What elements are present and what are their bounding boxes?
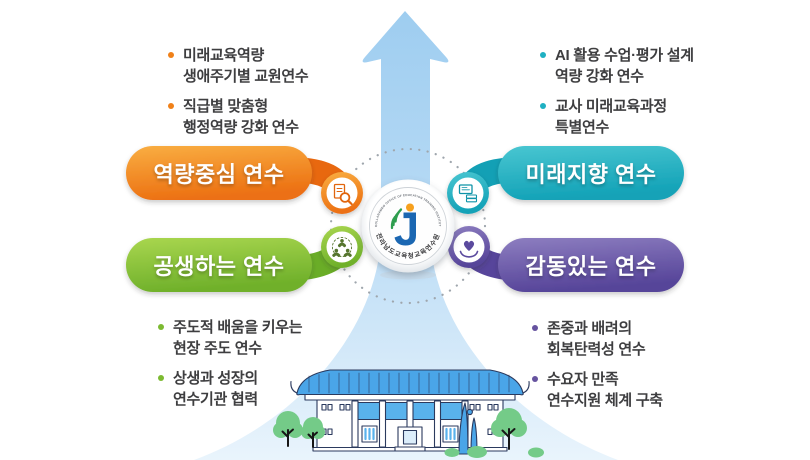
- tree-foliage: [273, 408, 544, 458]
- bullet-line: 상생과 성장의: [173, 370, 258, 387]
- bullet-line: 현장 주도 연수: [173, 340, 262, 357]
- bullet-line: 회복탄력성 연수: [547, 341, 646, 358]
- bullet-line: 미래교육역량: [183, 47, 265, 64]
- banner-shape-coexist: [126, 226, 363, 292]
- bullet-line: 교사 미래교육과정: [555, 98, 667, 115]
- bullet-line: 역량 강화 연수: [555, 68, 644, 85]
- list-item: 교사 미래교육과정 특별연수: [540, 96, 694, 138]
- tree-trunks: [281, 428, 516, 450]
- list-item: 주도적 배움을 키우는 현장 주도 연수: [158, 317, 303, 359]
- list-item: 수요자 만족 연수지원 체계 구축: [532, 369, 663, 411]
- list-item: 미래교육역량 생애주기별 교원연수: [168, 45, 309, 87]
- bullet-line: 연수지원 체계 구축: [547, 392, 663, 409]
- banner-label-future: 미래지향 연수: [525, 162, 657, 187]
- hands-heart-icon: [459, 240, 479, 258]
- list-item: AI 활용 수업·평가 설계 역량 강화 연수: [540, 45, 694, 87]
- banner-label-impressive: 감동있는 연수: [525, 254, 657, 279]
- bullet-line: 생애주기별 교원연수: [183, 68, 309, 85]
- bullet-line: 행정역량 강화 연수: [183, 119, 299, 136]
- impressive-bullet-list: 존중과 배려의 회복탄력성 연수 수요자 만족 연수지원 체계 구축: [532, 318, 663, 411]
- bullet-line: 특별연수: [555, 119, 610, 136]
- bullet-line: 직급별 맞춤형: [183, 98, 268, 115]
- list-item: 존중과 배려의 회복탄력성 연수: [532, 318, 663, 360]
- bullet-dot: [158, 324, 164, 330]
- bullet-dot: [168, 52, 174, 58]
- banner-shape-future: [447, 146, 684, 214]
- bullet-dot: [540, 103, 546, 109]
- coexist-bullet-list: 주도적 배움을 키우는 현장 주도 연수 상생과 성장의 연수기관 협력: [158, 317, 303, 410]
- bullet-line: 수요자 만족: [547, 371, 619, 388]
- institute-building-illustration: [290, 369, 530, 452]
- trees: [273, 408, 544, 458]
- digital-learning-icon: [458, 184, 478, 203]
- list-item: 직급별 맞춤형 행정역량 강화 연수: [168, 96, 308, 138]
- institute-logo-mark: [390, 203, 416, 246]
- banner-shape-impressive: [448, 226, 684, 292]
- bullet-line: 연수기관 협력: [173, 391, 258, 408]
- bullet-line: 주도적 배움을 키우는: [173, 319, 303, 336]
- future-bullet-list: AI 활용 수업·평가 설계 역량 강화 연수 교사 미래교육과정 특별연수: [540, 45, 694, 138]
- list-item: 상생과 성장의 연수기관 협력: [158, 368, 302, 410]
- banner-label-coexist: 공생하는 연수: [153, 254, 285, 279]
- banner-label-competency: 역량중심 연수: [153, 162, 285, 187]
- bullet-dot: [540, 52, 546, 58]
- banner-shape-competency: [126, 146, 363, 214]
- bullet-dot: [532, 376, 538, 382]
- dotted-circle: [329, 147, 487, 305]
- bullet-line: AI 활용 수업·평가 설계: [555, 47, 694, 64]
- competency-bullet-list: 미래교육역량 생애주기별 교원연수 직급별 맞춤형 행정역량 강화 연수: [168, 45, 309, 138]
- bullet-line: 존중과 배려의: [547, 320, 632, 337]
- bullet-dot: [158, 375, 164, 381]
- community-cycle-icon: [331, 236, 353, 258]
- bullet-dot: [168, 103, 174, 109]
- bullet-dot: [532, 325, 538, 331]
- document-magnifier-icon: [333, 183, 353, 206]
- monument-sculpture: [458, 402, 478, 455]
